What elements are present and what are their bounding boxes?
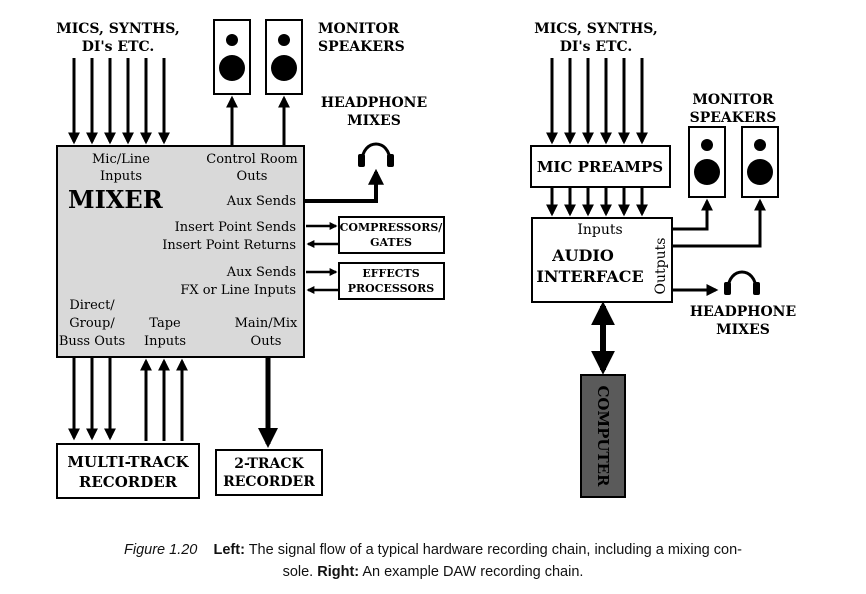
right-sources-label-1: MICS, SYNTHS, bbox=[534, 21, 658, 37]
aux-to-headphones-arrow bbox=[304, 168, 384, 203]
direct-outs-label-2: Group/ bbox=[69, 316, 115, 331]
compressors-label-1: COMPRESSORS/ bbox=[340, 221, 444, 234]
multitrack-label-2: RECORDER bbox=[79, 473, 178, 491]
interface-outputs-label: Outputs bbox=[653, 238, 669, 295]
right-monitor-speaker-1 bbox=[688, 126, 726, 198]
twotrack-label-2: RECORDER bbox=[223, 474, 315, 490]
caption-left-text: The signal flow of a typical hardware re… bbox=[248, 542, 742, 558]
left-headphone-icon bbox=[358, 142, 394, 167]
daw-chain-diagram: MICS, SYNTHS, DI's ETC. MIC PREAMPS Inpu… bbox=[530, 21, 796, 498]
control-room-label-2: Outs bbox=[237, 169, 268, 184]
left-monitor-speaker-1 bbox=[213, 19, 251, 95]
effects-label-1: EFFECTS bbox=[362, 267, 419, 280]
mixer-input-arrows bbox=[68, 58, 170, 145]
fx-inputs-label: FX or Line Inputs bbox=[180, 283, 296, 298]
effects-label-2: PROCESSORS bbox=[348, 282, 435, 295]
right-sources-label-2: DI's ETC. bbox=[560, 39, 633, 55]
main-outs-label-2: Outs bbox=[251, 334, 282, 349]
mixer-box bbox=[56, 145, 305, 358]
insert-sends-label: Insert Point Sends bbox=[175, 220, 296, 235]
caption-left-text-2: sole. bbox=[282, 564, 314, 580]
direct-outs-label-3: Buss Outs bbox=[59, 334, 125, 349]
caption-left-label: Left: bbox=[213, 542, 245, 558]
mic-line-label-2: Inputs bbox=[100, 169, 142, 184]
right-headphone-icon bbox=[724, 270, 760, 295]
tape-inputs-label-2: Inputs bbox=[144, 334, 186, 349]
effects-box bbox=[338, 262, 445, 300]
control-room-label-1: Control Room bbox=[206, 152, 297, 167]
preamp-input-arrows bbox=[546, 58, 648, 145]
mic-preamps-box bbox=[530, 145, 671, 188]
right-monitors-label-2: SPEAKERS bbox=[690, 110, 777, 126]
mic-preamps-label: MIC PREAMPS bbox=[537, 158, 663, 176]
hardware-chain-diagram: MICS, SYNTHS, DI's ETC. MONITOR SPEAKERS bbox=[56, 19, 445, 499]
left-headphones-label-2: MIXES bbox=[347, 113, 401, 129]
preamp-to-interface-arrows bbox=[546, 187, 648, 217]
right-monitor-speaker-2 bbox=[741, 126, 779, 198]
tape-return-arrows bbox=[140, 358, 188, 441]
compressors-label-2: GATES bbox=[370, 236, 412, 249]
twotrack-label-1: 2-TRACK bbox=[234, 456, 304, 472]
computer-box bbox=[580, 374, 626, 498]
left-sources-label-2: DI's ETC. bbox=[82, 39, 155, 55]
left-monitors-label-1: MONITOR bbox=[318, 21, 400, 37]
multitrack-label-1: MULTI-TRACK bbox=[67, 453, 189, 471]
mic-line-label-1: Mic/Line bbox=[92, 152, 150, 167]
main-outs-label-1: Main/Mix bbox=[235, 316, 298, 331]
figure-number: Figure 1.20 bbox=[124, 542, 198, 558]
direct-outs-arrows bbox=[68, 357, 116, 441]
audio-interface-box bbox=[531, 217, 673, 303]
left-sources-label-1: MICS, SYNTHS, bbox=[56, 21, 180, 37]
left-monitors-label-2: SPEAKERS bbox=[318, 39, 405, 55]
tape-inputs-label-1: Tape bbox=[149, 316, 181, 331]
output-to-monitor-2-arrow bbox=[672, 198, 766, 248]
computer-label: COMPUTER bbox=[594, 385, 612, 487]
interface-label-1: AUDIO bbox=[551, 246, 614, 265]
compressors-box bbox=[338, 216, 445, 254]
twotrack-recorder-box bbox=[215, 449, 323, 496]
mixer-title: MIXER bbox=[68, 185, 164, 214]
right-monitors-label-1: MONITOR bbox=[692, 92, 774, 108]
right-headphones-label-2: MIXES bbox=[716, 322, 770, 338]
direct-outs-label-1: Direct/ bbox=[69, 298, 115, 313]
left-headphones-label-1: HEADPHONE bbox=[321, 95, 427, 111]
caption-right-text: An example DAW recording chain. bbox=[362, 564, 584, 580]
aux-sends-label-2: Aux Sends bbox=[226, 265, 296, 280]
output-to-monitor-1-arrow bbox=[672, 198, 713, 231]
caption-right-label: Right: bbox=[317, 564, 360, 580]
aux-sends-label-1: Aux Sends bbox=[226, 194, 296, 209]
interface-inputs-label: Inputs bbox=[577, 222, 622, 238]
right-headphones-label-1: HEADPHONE bbox=[690, 304, 796, 320]
multitrack-recorder-box bbox=[56, 443, 200, 499]
figure-caption: Figure 1.20 Left: The signal flow of a t… bbox=[40, 539, 826, 583]
left-monitor-speaker-2 bbox=[265, 19, 303, 95]
interface-label-2: INTERFACE bbox=[536, 267, 643, 286]
control-room-arrows bbox=[226, 95, 290, 146]
insert-returns-label: Insert Point Returns bbox=[162, 238, 296, 253]
